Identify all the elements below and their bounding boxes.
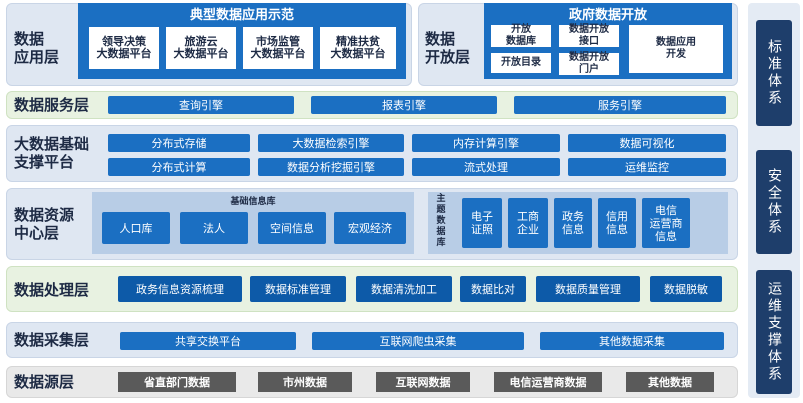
source-item: 电信运营商数据 xyxy=(494,372,602,392)
topic-db-title: 主 题 数 据 库 xyxy=(436,194,446,248)
platform-item: 内存计算引擎 xyxy=(412,134,560,152)
open-item: 开放目录 xyxy=(490,52,552,74)
source-item: 市州数据 xyxy=(258,372,352,392)
application-layer-label: 数据 应用层 xyxy=(14,30,60,66)
platform-item: 分布式计算 xyxy=(108,158,250,176)
open-layer-label: 数据 开放层 xyxy=(425,30,471,66)
demo-item: 市场监管 大数据平台 xyxy=(242,26,314,70)
source-item: 互联网数据 xyxy=(376,372,470,392)
resource-layer-label: 数据资源 中心层 xyxy=(14,206,75,242)
open-title: 政府数据开放 xyxy=(568,7,647,23)
side-standard: 标准体系 xyxy=(756,20,792,126)
collection-item: 其他数据采集 xyxy=(540,332,724,350)
platform-item: 运维监控 xyxy=(568,158,726,176)
processing-item: 政务信息资源梳理 xyxy=(118,276,242,302)
side-security: 安全体系 xyxy=(756,150,792,254)
open-item: 数据开放 接口 xyxy=(558,24,620,48)
demo-item: 精准扶贫 大数据平台 xyxy=(319,26,397,70)
open-item: 数据开放 门户 xyxy=(558,52,620,76)
platform-item: 分布式存储 xyxy=(108,134,250,152)
platform-item: 数据可视化 xyxy=(568,134,726,152)
topic-db-item: 政务 信息 xyxy=(554,198,592,248)
processing-item: 数据脱敏 xyxy=(650,276,722,302)
base-db-item: 空间信息 xyxy=(258,212,326,244)
platform-item: 大数据检索引擎 xyxy=(258,134,404,152)
collection-layer-label: 数据采集层 xyxy=(14,331,90,349)
base-db-title: 基础信息库 xyxy=(230,197,276,207)
side-operations: 运维支撑体系 xyxy=(756,270,792,394)
source-item: 其他数据 xyxy=(626,372,714,392)
service-item: 报表引擎 xyxy=(311,96,497,114)
platform-layer-label: 大数据基础 支撑平台 xyxy=(14,135,90,171)
processing-item: 数据清洗加工 xyxy=(356,276,452,302)
platform-item: 数据分析挖掘引擎 xyxy=(258,158,404,176)
platform-item: 流式处理 xyxy=(412,158,560,176)
topic-db-item: 工商 企业 xyxy=(508,198,548,248)
base-db-item: 宏观经济 xyxy=(334,212,406,244)
demo-item: 旅游云 大数据平台 xyxy=(165,26,237,70)
demo-title: 典型数据应用示范 xyxy=(189,7,294,23)
service-layer-label: 数据服务层 xyxy=(14,96,90,114)
base-db-item: 人口库 xyxy=(102,212,170,244)
topic-db-item: 电信 运营商 信息 xyxy=(642,198,690,248)
source-layer-label: 数据源层 xyxy=(14,373,75,391)
processing-item: 数据质量管理 xyxy=(536,276,640,302)
processing-layer-label: 数据处理层 xyxy=(14,281,90,299)
processing-item: 数据比对 xyxy=(460,276,526,302)
collection-item: 互联网爬虫采集 xyxy=(312,332,524,350)
service-item: 服务引擎 xyxy=(514,96,726,114)
source-item: 省直部门数据 xyxy=(118,372,236,392)
collection-item: 共享交换平台 xyxy=(120,332,296,350)
open-item: 开放 数据库 xyxy=(490,24,552,48)
demo-item: 领导决策 大数据平台 xyxy=(88,26,160,70)
topic-db-item: 电子 证照 xyxy=(462,198,502,248)
base-db-item: 法人 xyxy=(180,212,248,244)
topic-db-item: 信用 信息 xyxy=(598,198,636,248)
processing-item: 数据标准管理 xyxy=(250,276,346,302)
service-item: 查询引擎 xyxy=(108,96,294,114)
open-item: 数据应用 开发 xyxy=(628,24,724,74)
